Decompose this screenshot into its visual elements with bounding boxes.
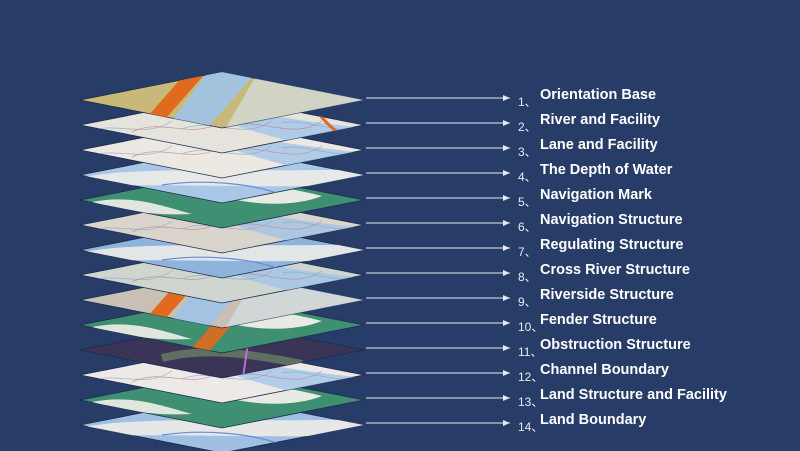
- layer-number: 4、: [518, 169, 537, 184]
- layer-map-detail: [80, 169, 364, 196]
- layer-number: 3、: [518, 144, 537, 159]
- layer-name: Lane and Facility: [540, 137, 658, 153]
- layer-map-detail: [80, 244, 364, 271]
- layer-name: Orientation Base: [540, 87, 657, 103]
- layer-number: 11、: [518, 344, 543, 359]
- layer-name: Fender Structure: [540, 312, 657, 328]
- layer-label-land-structure-and-facility: 13、Land Structure and Facility: [518, 387, 727, 409]
- layer-number: 12、: [518, 369, 544, 384]
- layer-name: Navigation Structure: [540, 212, 683, 228]
- layer-label-navigation-mark: 5、Navigation Mark: [518, 187, 652, 209]
- layer-label-cross-river-structure: 8、Cross River Structure: [518, 262, 690, 284]
- layer-number: 5、: [518, 194, 537, 209]
- layer-name: Regulating Structure: [540, 237, 684, 253]
- layer-label-navigation-structure: 6、Navigation Structure: [518, 212, 683, 234]
- layer-number: 6、: [518, 219, 537, 234]
- layer-map-detail: [80, 419, 364, 446]
- layer-name: Navigation Mark: [540, 187, 652, 203]
- layer-number: 7、: [518, 244, 537, 259]
- layer-label-land-boundary: 14、Land Boundary: [518, 412, 646, 434]
- layer-name: Obstruction Structure: [540, 337, 691, 353]
- layer-name: Channel Boundary: [540, 362, 669, 378]
- layer-label-lane-and-facility: 3、Lane and Facility: [518, 137, 658, 159]
- layer-name: Land Boundary: [540, 412, 647, 428]
- layer-label-depth-of-water: 4、The Depth of Water: [518, 162, 672, 184]
- layer-name: River and Facility: [540, 112, 661, 128]
- layer-label-regulating-structure: 7、Regulating Structure: [518, 237, 683, 259]
- layer-name: Land Structure and Facility: [540, 387, 727, 403]
- layer-name: Riverside Structure: [540, 287, 674, 303]
- layer-label-channel-boundary: 12、Channel Boundary: [518, 362, 669, 384]
- layer-number: 13、: [518, 394, 544, 409]
- layer-label-orientation-base: 1、Orientation Base: [518, 87, 656, 109]
- layer-label-obstruction-structure: 11、Obstruction Structure: [518, 337, 691, 359]
- layer-number: 10、: [518, 319, 544, 334]
- layer-number: 1、: [518, 94, 537, 109]
- layer-label-river-and-facility: 2、River and Facility: [518, 112, 660, 134]
- layer-name: The Depth of Water: [540, 162, 673, 178]
- layer-number: 8、: [518, 269, 537, 284]
- layer-name: Cross River Structure: [540, 262, 690, 278]
- layer-number: 9、: [518, 294, 537, 309]
- layer-number: 14、: [518, 419, 544, 434]
- layer-label-fender-structure: 10、Fender Structure: [518, 312, 657, 334]
- layer-number: 2、: [518, 119, 537, 134]
- layer-label-riverside-structure: 9、Riverside Structure: [518, 287, 674, 309]
